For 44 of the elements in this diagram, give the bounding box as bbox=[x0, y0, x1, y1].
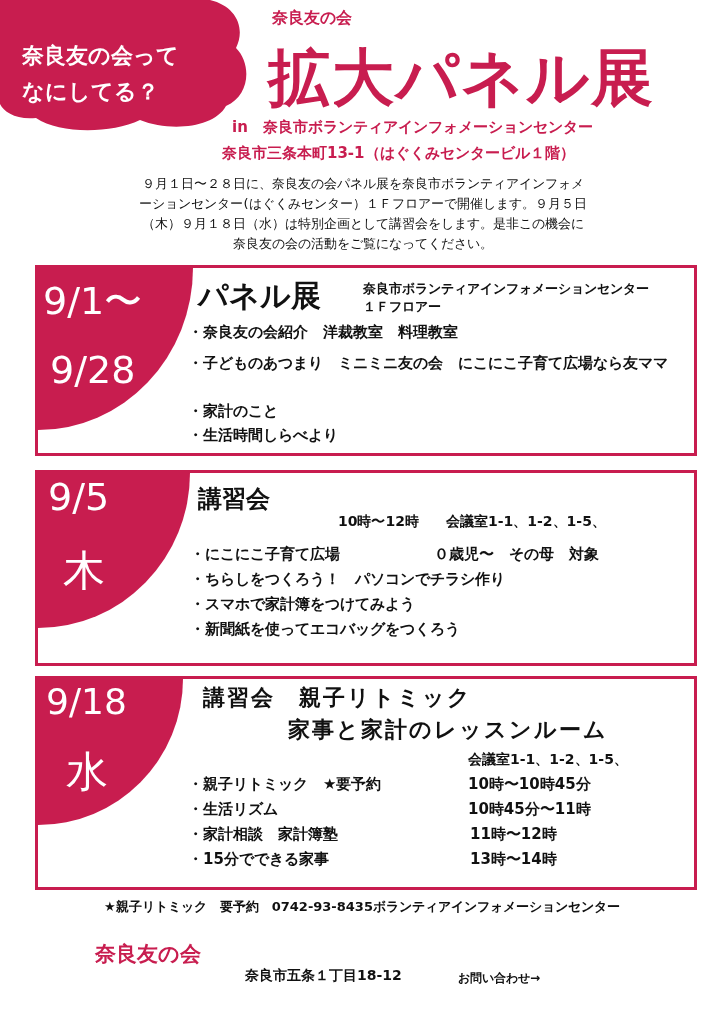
list-item: ・奈良友の会紹介 洋裁教室 料理教室 bbox=[188, 323, 458, 342]
target-text: ０歳児〜 その母 対象 bbox=[434, 545, 599, 564]
list-item: ・新聞紙を使ってエコバッグをつくろう bbox=[190, 620, 460, 639]
address-text: 奈良市五条１丁目18-12 bbox=[245, 967, 402, 985]
cloud-text: 奈良友の会ってなにしてる？ bbox=[22, 42, 180, 106]
time-text: 10時〜10時45分 bbox=[468, 775, 591, 794]
panel-heading: 講習会 親子リトミック bbox=[203, 684, 472, 712]
venue-text: 奈良市ボランティアインフォメーションセンター１Ｆフロアー bbox=[363, 280, 650, 316]
date-text: 9/5 bbox=[48, 475, 110, 519]
list-item: ・子どものあつまり ミニミニ友の会 にこにこ子育て広場なら友ママ bbox=[188, 353, 669, 374]
list-item: ・にこにこ子育て広場 bbox=[190, 545, 340, 564]
weekday-text: 水 bbox=[66, 746, 108, 798]
panel-heading: 家事と家計のレッスンルーム bbox=[288, 716, 608, 744]
room-text: 会議室1-1、1-2、1-5、 bbox=[468, 751, 628, 769]
event-panel bbox=[35, 265, 697, 456]
title: 拡大パネル展 bbox=[268, 40, 655, 116]
address-text: 奈良市三条本町13-1（はぐくみセンタービル１階） bbox=[222, 144, 575, 163]
room-text: 会議室1-1、1-2、1-5、 bbox=[446, 513, 606, 531]
time-text: 10時45分〜11時 bbox=[468, 800, 591, 819]
contact-note: ★親子リトミック 要予約 0742-93-8435ボランティアインフォメーションセンター bbox=[103, 898, 621, 916]
weekday-text: 木 bbox=[63, 545, 105, 597]
list-item: ・ちらしをつくろう！ パソコンでチラシ作り bbox=[190, 570, 505, 589]
list-item: ・スマホで家計簿をつけてみよう bbox=[190, 595, 415, 614]
time-text: 10時〜12時 bbox=[338, 513, 419, 531]
panel-heading: 講習会 bbox=[198, 484, 270, 515]
list-item: ・15分でできる家事 bbox=[188, 850, 329, 869]
time-text: 11時〜12時 bbox=[470, 825, 557, 844]
organization-name: 奈良友の会 bbox=[272, 8, 352, 29]
intro-paragraph: ９月１日〜２８日に、奈良友の会パネル展を奈良市ボランティアインフォメーションセンター(はぐくみセンター）１Ｆフロアーで開催します。９月５日（木）９月１８日（水）は特別企画として講習会をします。是非この機会に奈良友の会の活動をご覧になってください。 bbox=[138, 175, 588, 253]
event-panel bbox=[35, 470, 697, 666]
date-text: 9/18 bbox=[46, 681, 127, 722]
list-item: ・家計のこと bbox=[188, 402, 278, 421]
panel-heading: パネル展 bbox=[198, 277, 321, 315]
list-item: ・生活時間しらべより bbox=[188, 426, 338, 445]
date-text: 9/28 bbox=[50, 348, 136, 392]
date-text: 9/1〜 bbox=[43, 278, 143, 325]
inquiry-text: お問い合わせ→ bbox=[458, 970, 541, 987]
venue-text: in 奈良市ボランティアインフォメーションセンター bbox=[232, 118, 593, 137]
event-panel bbox=[35, 676, 697, 890]
list-item: ・親子リトミック ★要予約 bbox=[188, 775, 382, 794]
organization-name: 奈良友の会 bbox=[95, 941, 201, 968]
time-text: 13時〜14時 bbox=[470, 850, 557, 869]
list-item: ・家計相談 家計簿塾 bbox=[188, 825, 338, 844]
list-item: ・生活リズム bbox=[188, 800, 278, 819]
